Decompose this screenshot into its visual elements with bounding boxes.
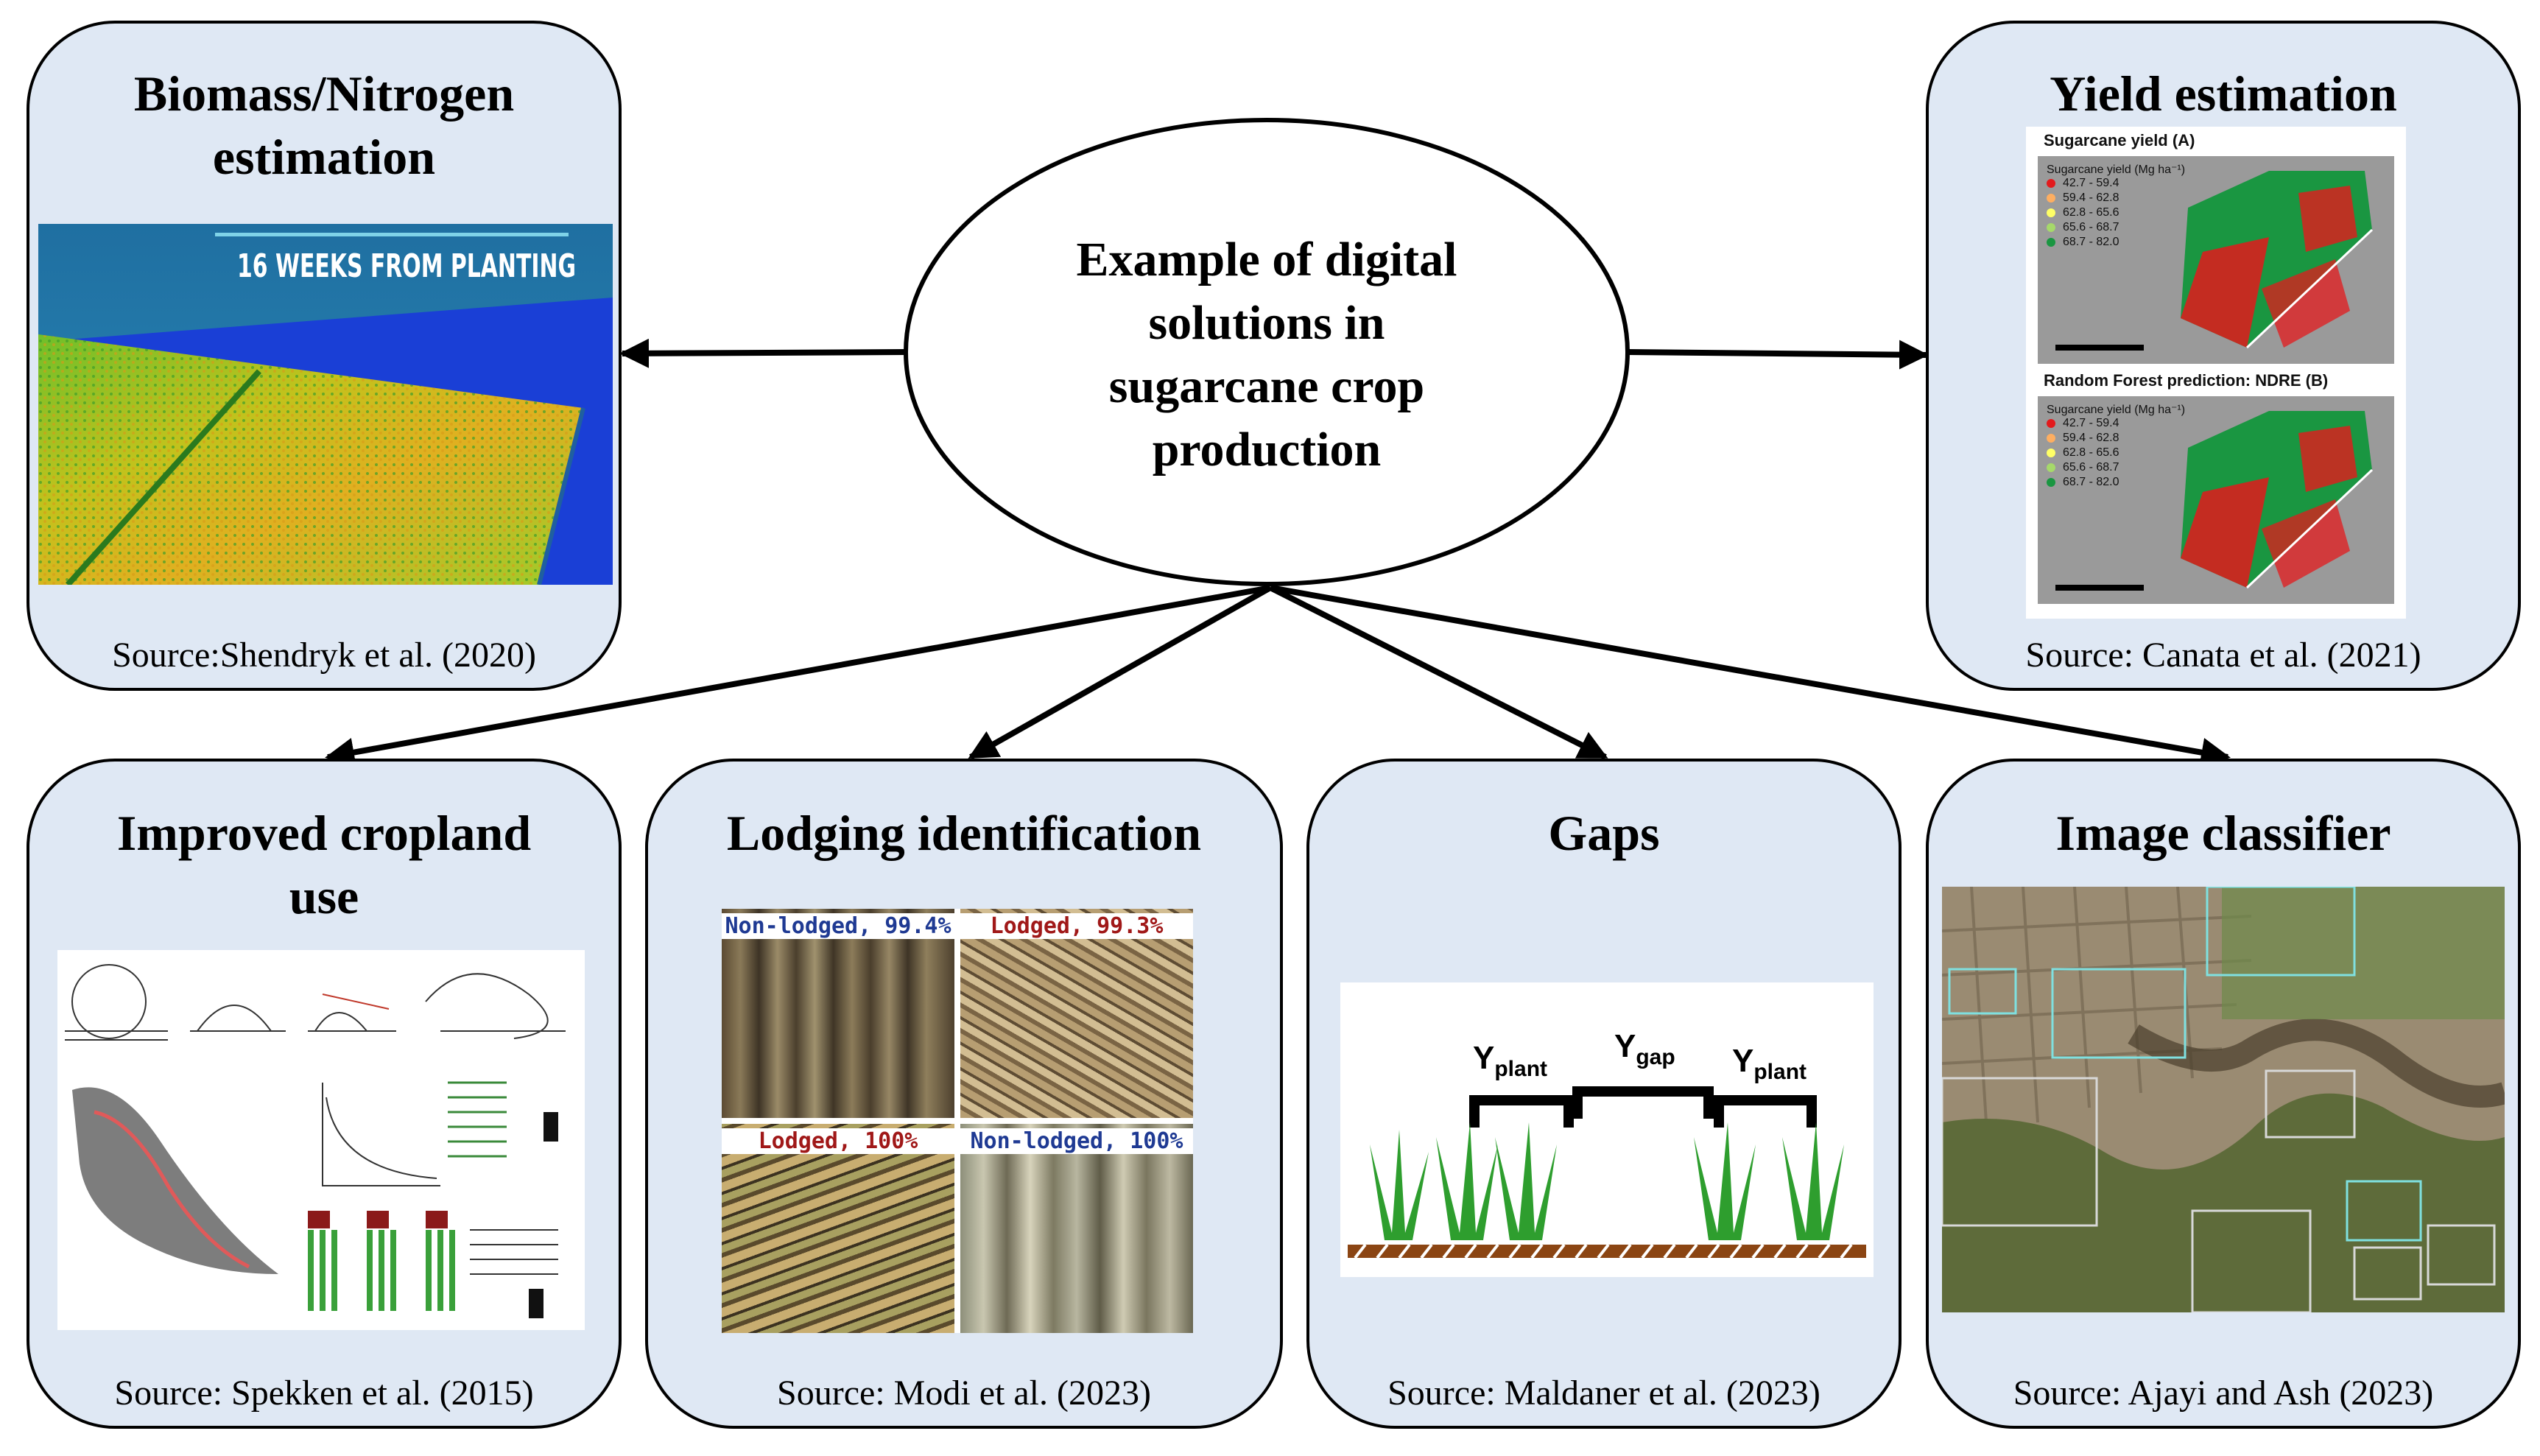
card-title: Lodging identification (726, 805, 1202, 861)
map-a-title: Sugarcane yield (A) (2044, 131, 2195, 150)
card-gaps: Gaps (1306, 759, 1902, 1429)
photo-lodged-2: Lodged, 100% (722, 1124, 954, 1333)
arrow-to-gaps (1269, 585, 1608, 760)
card-classifier: Image classifier Source: Aj (1926, 759, 2521, 1429)
legend-title: Sugarcane yield (Mg ha⁻¹) (2047, 163, 2186, 176)
photo-nonlodged-1: Non-lodged, 99.4% (722, 909, 954, 1118)
legend-item: 62.8 - 65.6 (2047, 206, 2185, 221)
legend-swatch (2047, 477, 2055, 487)
y-gap-label: Ygap (1614, 1028, 1675, 1069)
card-yield: Yield estimation Sugarcane yield (A) Sug… (1926, 21, 2521, 691)
legend-swatch (2047, 208, 2055, 217)
photo-nonlodged-2: Non-lodged, 100% (960, 1124, 1193, 1333)
center-ellipse (904, 118, 1630, 586)
legend-item: 65.6 - 68.7 (2047, 461, 2185, 476)
legend-swatch (2047, 418, 2055, 428)
cropland-figure-image (57, 950, 585, 1330)
legend-swatch (2047, 222, 2055, 232)
card-source: Source: Canata et al. (2021) (2025, 636, 2421, 675)
card-title: Yield estimation (2050, 66, 2397, 122)
arrow-to-cropland (325, 585, 1271, 767)
gaps-diagram: Yplant Ygap Yplant (1340, 982, 1874, 1277)
card-title: Gaps (1548, 805, 1660, 861)
legend-item: 59.4 - 62.8 (2047, 432, 2185, 446)
map-b-title: Random Forest prediction: NDRE (B) (2044, 371, 2329, 390)
center-text: Example of digital solutions in sugarcan… (1076, 233, 1457, 476)
yield-maps-image: Sugarcane yield (A) Sugarcane yield (Mg … (2026, 127, 2406, 619)
card-source: Source: Modi et al. (2023) (777, 1374, 1151, 1413)
arrow-to-biomass (619, 338, 907, 368)
arrow-to-classifier (1270, 585, 2231, 767)
map-a-legend: Sugarcane yield (Mg ha⁻¹) 42.7 - 59.4 59… (2047, 162, 2185, 250)
card-source: Source:Shendryk et al. (2020) (112, 636, 536, 675)
weeks-overlay: 16 WEEKS FROM PLANTING (237, 247, 576, 285)
lodging-photo-grid: Non-lodged, 99.4% Lodged, 99.3% Lodged, … (722, 909, 1193, 1333)
legend-item: 68.7 - 82.0 (2047, 476, 2185, 490)
legend-swatch (2047, 193, 2055, 203)
legend-item: 42.7 - 59.4 (2047, 177, 2185, 191)
legend-item: 68.7 - 82.0 (2047, 236, 2185, 250)
card-source: Source: Ajayi and Ash (2023) (2013, 1374, 2434, 1413)
legend-item: 42.7 - 59.4 (2047, 417, 2185, 432)
legend-swatch (2047, 178, 2055, 188)
legend-swatch (2047, 448, 2055, 457)
y-plant-label-left: Yplant (1473, 1040, 1548, 1081)
lidar-field-image: 16 WEEKS FROM PLANTING (38, 224, 613, 585)
legend-item: 65.6 - 68.7 (2047, 221, 2185, 236)
legend-title: Sugarcane yield (Mg ha⁻¹) (2047, 404, 2186, 416)
y-plant-label-right: Yplant (1732, 1043, 1807, 1084)
arrow-to-lodging (968, 585, 1272, 760)
arrow-to-yield (1627, 340, 1929, 370)
legend-item: 62.8 - 65.6 (2047, 446, 2185, 461)
card-title: Image classifier (2055, 805, 2391, 861)
card-biomass: Biomass/Nitrogen estimation (27, 21, 622, 691)
card-lodging: Lodging identification Non-lodged, 99.4%… (645, 759, 1283, 1429)
aerial-detection-image (1942, 887, 2505, 1312)
card-title: Biomass/Nitrogen estimation (133, 66, 515, 185)
legend-swatch (2047, 463, 2055, 472)
card-source: Source: Maldaner et al. (2023) (1387, 1374, 1820, 1413)
card-cropland: Improved cropland use (27, 759, 622, 1429)
legend-item: 59.4 - 62.8 (2047, 191, 2185, 206)
legend-swatch (2047, 237, 2055, 247)
legend-swatch (2047, 433, 2055, 443)
card-source: Source: Spekken et al. (2015) (114, 1374, 534, 1413)
card-title: Improved cropland use (116, 805, 532, 924)
map-b-legend: Sugarcane yield (Mg ha⁻¹) 42.7 - 59.4 59… (2047, 402, 2185, 490)
photo-lodged-1: Lodged, 99.3% (960, 909, 1193, 1118)
